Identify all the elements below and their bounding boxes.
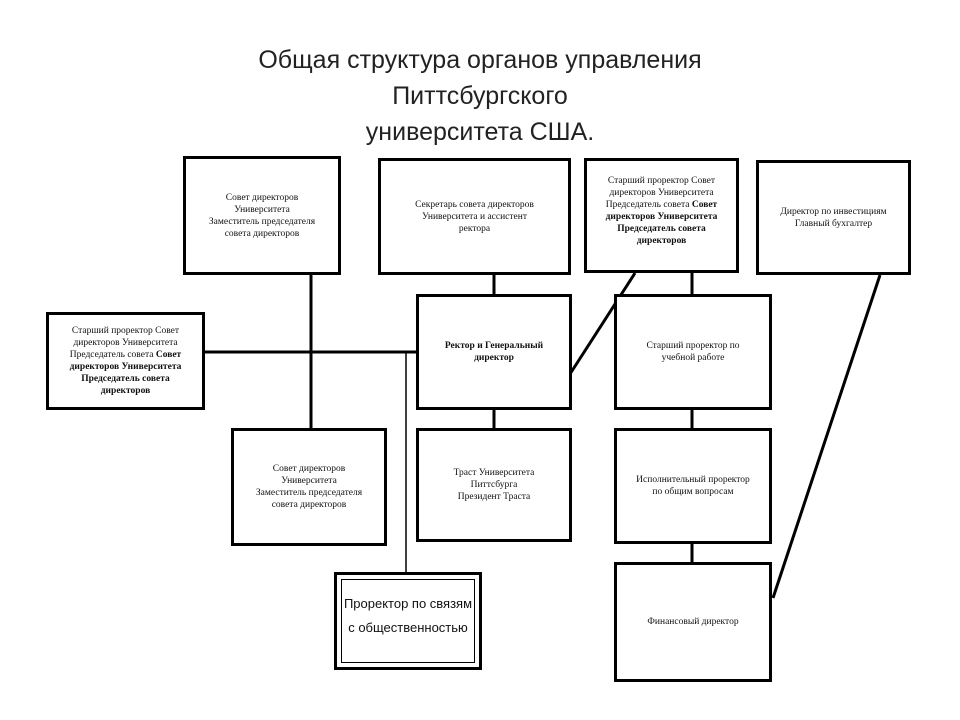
- title-line-1: Общая структура органов управления Питтс…: [258, 46, 702, 110]
- box-text: Финансовый директор: [647, 617, 739, 627]
- board-directors-top-box: Совет директоров Университета Заместител…: [183, 156, 341, 275]
- box-text: директоров Университета: [73, 338, 178, 348]
- rector-box: Ректор и Генеральный директор: [416, 294, 572, 410]
- box-text: Заместитель председателя: [208, 216, 316, 227]
- cfo-box: Финансовый директор: [614, 562, 772, 682]
- public-relations-inner: Проректор по связям с общественностью: [341, 579, 475, 663]
- box-text: Председатель совета: [69, 350, 154, 360]
- senior-chair-top-box: Старший проректор Совет директоров Униве…: [584, 158, 739, 273]
- box-text: Исполнительный проректор: [636, 475, 750, 485]
- page-title: Общая структура органов управления Питтс…: [180, 42, 780, 150]
- box-text: Директор по инвестициям: [780, 206, 887, 217]
- public-relations-box: Проректор по связям с общественностью: [334, 572, 482, 670]
- box-text: Университета: [234, 204, 290, 215]
- box-text: учебной работе: [661, 353, 725, 363]
- box-text: директоров Университета: [69, 362, 182, 372]
- secretary-box: Секретарь совета директоров Университета…: [378, 158, 571, 275]
- senior-chair-left-box: Старший проректор Совет директоров Униве…: [46, 312, 205, 410]
- connector-senior-rector-diag: [568, 272, 637, 375]
- box-text: директор: [474, 353, 514, 363]
- box-text: Старший проректор по: [646, 341, 740, 351]
- box-text: ректора: [458, 223, 491, 234]
- box-text: Проректор по связям: [343, 596, 473, 611]
- box-text: по общим вопросам: [652, 487, 734, 497]
- box-text: Президент Траста: [457, 492, 531, 502]
- box-text: Совет директоров: [225, 192, 299, 203]
- box-text: Совет директоров: [272, 464, 346, 474]
- box-text: Университета и ассистент: [422, 211, 527, 222]
- box-text: с общественностью: [348, 620, 468, 635]
- investments-box: Директор по инвестициям Главный бухгалте…: [756, 160, 911, 275]
- box-text: Председатель совета: [617, 224, 706, 234]
- board-directors-bottom-box: Совет директоров Университета Заместител…: [231, 428, 387, 546]
- box-text: Старший проректор Совет: [71, 326, 180, 336]
- trust-box: Траст Университета Питтсбурга Президент …: [416, 428, 572, 542]
- box-text: Секретарь совета директоров: [415, 199, 534, 210]
- box-text: Ректор и Генеральный: [444, 341, 544, 351]
- title-line-2: университета США.: [365, 118, 595, 146]
- box-text: совета директоров: [224, 228, 300, 239]
- box-text: Председатель совета: [605, 200, 690, 210]
- box-text: Старший проректор Совет: [607, 176, 716, 186]
- box-text: директоров Университета: [605, 212, 718, 222]
- box-text: Председатель совета: [81, 374, 170, 384]
- box-text: Университета: [281, 476, 337, 486]
- connector-investments-cfo-diag: [771, 274, 882, 599]
- box-text: Председатель совета Совет: [606, 199, 717, 211]
- box-text: Председатель совета Совет: [70, 349, 181, 361]
- box-text: совета директоров: [271, 500, 347, 510]
- box-text: Траст Университета: [453, 468, 535, 478]
- box-text: Питтсбурга: [470, 480, 518, 490]
- box-text: директоров: [100, 386, 151, 396]
- box-text: директоров Университета: [609, 188, 714, 198]
- box-text: Главный бухгалтер: [794, 218, 873, 229]
- box-text: Совет: [155, 350, 182, 360]
- academic-box: Старший проректор по учебной работе: [614, 294, 772, 410]
- box-text: директоров: [636, 236, 687, 246]
- executive-box: Исполнительный проректор по общим вопрос…: [614, 428, 772, 544]
- box-text: Совет: [691, 200, 718, 210]
- box-text: Заместитель председателя: [255, 488, 363, 498]
